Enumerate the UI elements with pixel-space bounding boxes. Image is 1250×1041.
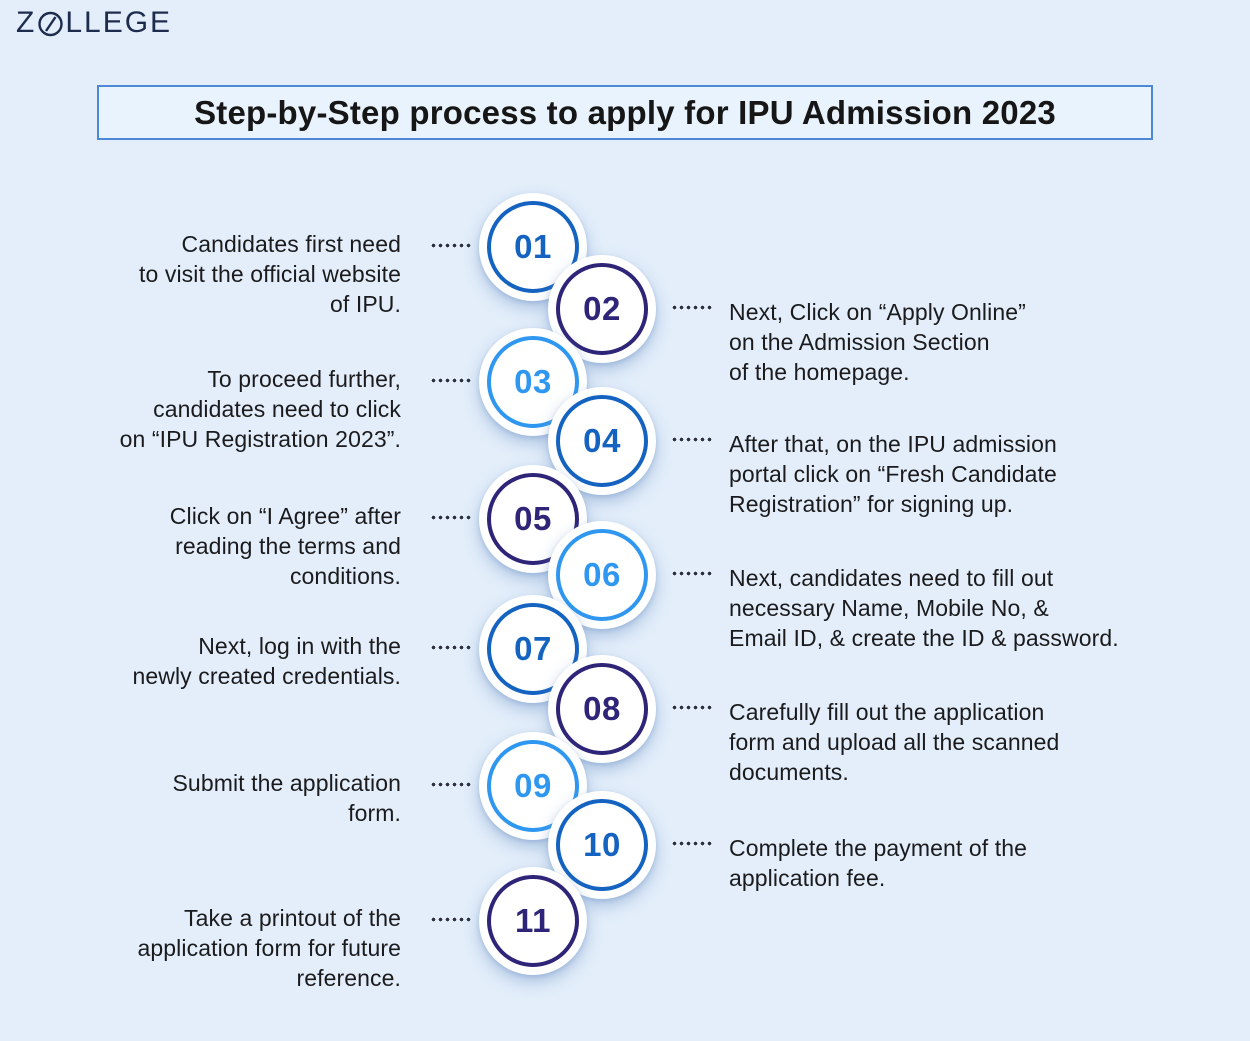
step-number: 09: [514, 767, 552, 804]
step-circle: 08: [548, 655, 656, 763]
step-description: Carefully fill out the application form …: [729, 699, 1060, 785]
step-description: Next, candidates need to fill out necess…: [729, 565, 1119, 651]
step-number: 03: [514, 363, 552, 400]
step-description: To proceed further, candidates need to c…: [119, 366, 401, 452]
step-ring: [487, 201, 579, 293]
step-ring: [487, 473, 579, 565]
step-ring: [556, 529, 648, 621]
step-ring: [487, 336, 579, 428]
step-circle: 11: [479, 867, 587, 975]
dotted-leader: [671, 571, 713, 576]
step-number: 02: [583, 290, 621, 327]
dotted-leader: [671, 841, 713, 846]
step-ring: [556, 799, 648, 891]
step-description: Submit the application form.: [172, 770, 401, 826]
step-ring: [556, 263, 648, 355]
slashed-o-icon: [38, 11, 64, 36]
step-ring: [487, 603, 579, 695]
dotted-leader: [671, 305, 713, 310]
step-number: 08: [583, 690, 621, 727]
step-description: Complete the payment of the application …: [729, 835, 1028, 891]
step-number: 07: [514, 630, 552, 667]
step-description: Take a printout of the application form …: [137, 905, 401, 991]
step-description: Next, Click on “Apply Online” on the Adm…: [729, 299, 1026, 385]
step-number: 04: [583, 422, 621, 459]
step-number: 01: [514, 228, 552, 265]
page-title: Step-by-Step process to apply for IPU Ad…: [194, 93, 1056, 131]
step-ring: [556, 663, 648, 755]
dotted-leader: [671, 705, 713, 710]
step-description: Click on “I Agree” after reading the ter…: [169, 503, 401, 589]
dotted-leader: [671, 437, 713, 442]
dotted-leader: [430, 378, 472, 383]
zollege-logo: Z LLEGE: [16, 6, 172, 40]
step-ring: [487, 740, 579, 832]
logo-text-llege: LLEGE: [65, 6, 173, 39]
step-ring: [556, 395, 648, 487]
dotted-leader: [430, 243, 472, 248]
dotted-leader: [430, 917, 472, 922]
step-number: 10: [583, 826, 621, 863]
step-number: 05: [514, 500, 552, 537]
step-description: Next, log in with the newly created cred…: [132, 633, 401, 689]
step-number: 06: [583, 556, 621, 593]
logo-text-z: Z: [16, 6, 37, 39]
title-box: Step-by-Step process to apply for IPU Ad…: [97, 85, 1153, 140]
dotted-leader: [430, 645, 472, 650]
step-description: Candidates first need to visit the offic…: [139, 231, 401, 317]
step-description: After that, on the IPU admission portal …: [729, 431, 1057, 517]
dotted-leader: [430, 515, 472, 520]
step-number: 11: [515, 902, 551, 939]
step-ring: [487, 875, 579, 967]
dotted-leader: [430, 782, 472, 787]
